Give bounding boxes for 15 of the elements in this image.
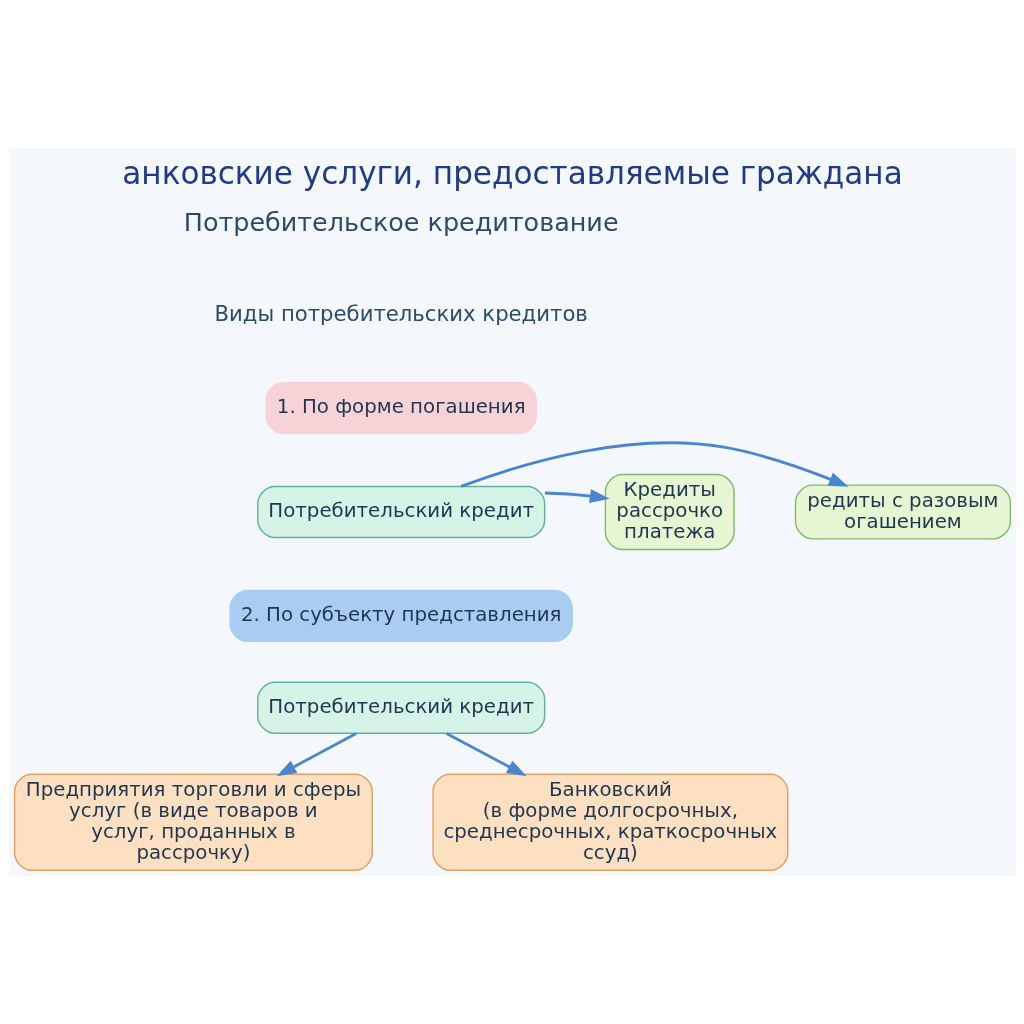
node-box: редиты с разовым огашением [794, 484, 1011, 540]
node-box: Потребительский кредит [256, 681, 545, 734]
node-box: Предприятия торговли и сферы услуг (в виде товаров и услуг, проданных в рассрочку) [13, 773, 373, 871]
label: Виды потребительских кредитов [214, 301, 588, 327]
node-box: Потребительский кредит [256, 485, 545, 539]
arrow [445, 732, 527, 777]
node-box: Кредиты рассрочко платежа [604, 473, 735, 551]
node-box: Банковский (в форме долгосрочных, среднесрочных, краткосрочных ссуд) [431, 773, 788, 871]
diagram-title: анковские услуги, предоставляемые граждана [121, 155, 903, 192]
node-box: 1. По форме погашения [265, 381, 537, 435]
node-box: 2. По субъекту представления [229, 589, 573, 643]
label: Потребительское кредитование [183, 206, 619, 237]
arrow [544, 489, 610, 503]
arrow [460, 441, 849, 488]
arrow [276, 732, 357, 777]
